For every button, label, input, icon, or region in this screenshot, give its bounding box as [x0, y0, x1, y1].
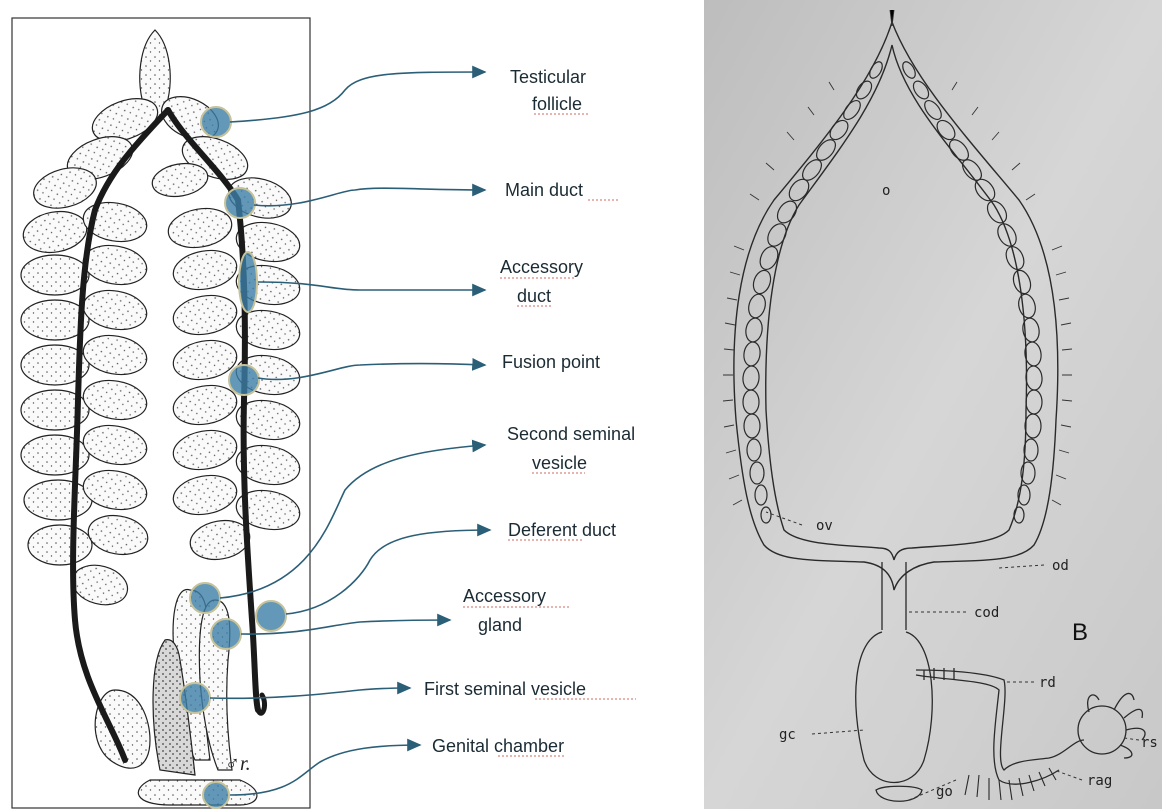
marker-main-duct — [225, 188, 255, 218]
arrow-deferent-duct — [286, 530, 490, 614]
label-gc: gc — [779, 727, 796, 743]
female-reproductive-diagram: o ov od cod B rd gc rs rag go — [704, 0, 1162, 809]
photo-background — [704, 0, 1162, 809]
label-second-seminal-vesicle-line2: vesicle — [532, 453, 587, 473]
marker-deferent-duct — [256, 601, 286, 631]
label-main-duct: Main duct — [505, 180, 583, 200]
label-od: od — [1052, 558, 1069, 574]
marker-testicular-follicle — [201, 107, 231, 137]
label-accessory-duct: Accessory — [500, 257, 583, 277]
label-go: go — [936, 784, 953, 800]
label-rag: rag — [1087, 773, 1112, 789]
label-ov: ov — [816, 518, 833, 534]
marker-fusion-point — [229, 365, 259, 395]
marker-second-seminal-vesicle — [190, 583, 220, 613]
label-accessory-gland: Accessory — [463, 586, 546, 606]
label-rs: rs — [1141, 735, 1158, 751]
label-deferent-duct: Deferent duct — [508, 520, 616, 540]
label-accessory-gland-line2: gland — [478, 615, 522, 635]
panel-letter: B — [1072, 619, 1088, 646]
label-first-seminal-vesicle: First seminal vesicle — [424, 679, 586, 699]
label-rd: rd — [1039, 675, 1056, 691]
label-genital-chamber: Genital chamber — [432, 736, 564, 756]
label-fusion-point: Fusion point — [502, 352, 600, 372]
label-accessory-duct-line2: duct — [517, 286, 551, 306]
label-second-seminal-vesicle: Second seminal — [507, 424, 635, 444]
label-testicular-follicle: Testicular — [510, 67, 586, 87]
marker-first-seminal-vesicle — [180, 683, 210, 713]
marker-accessory-gland — [211, 619, 241, 649]
svg-text:♂r.: ♂r. — [225, 753, 251, 775]
marker-accessory-duct — [239, 252, 257, 312]
male-reproductive-diagram: ♂r. Testicular follicle Main duct Access… — [0, 0, 700, 809]
marker-genital-chamber — [203, 782, 229, 808]
label-cod: cod — [974, 605, 999, 621]
label-o: o — [882, 183, 890, 199]
label-testicular-follicle-line2: follicle — [532, 94, 582, 114]
